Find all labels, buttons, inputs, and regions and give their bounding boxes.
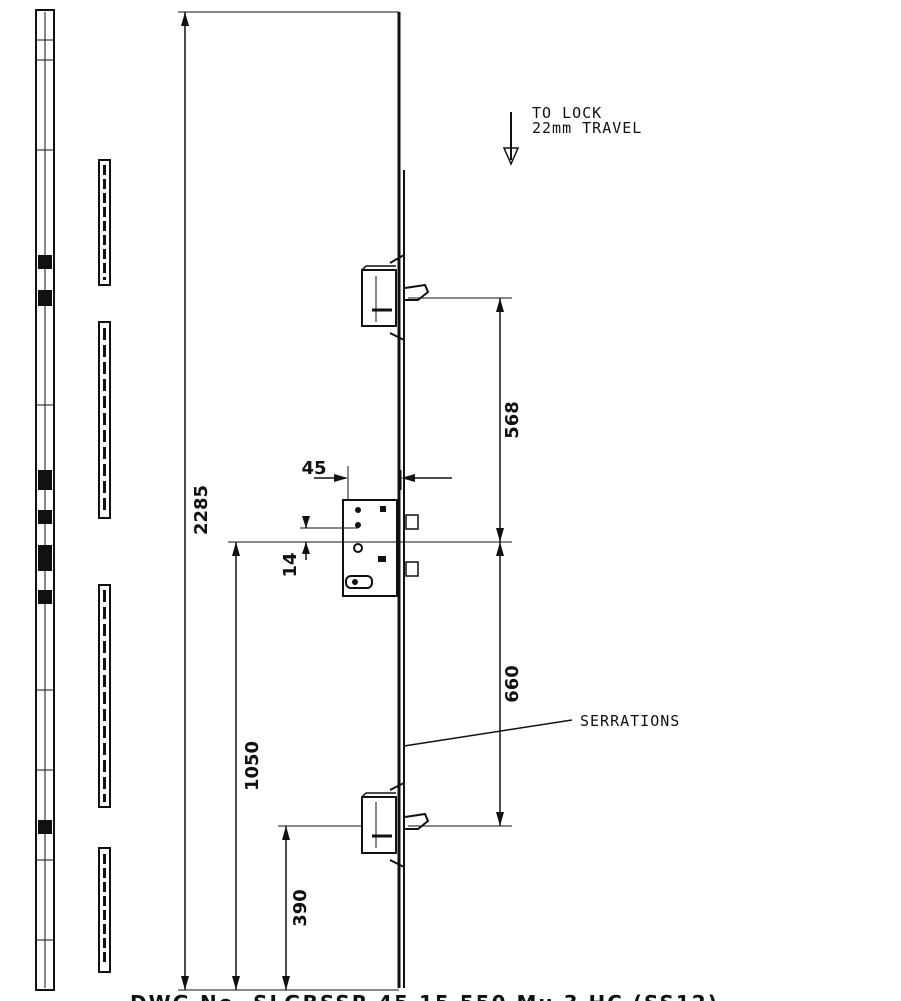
- dim-spindle-offset: 14: [280, 516, 358, 578]
- lower-hook-keep: [361, 782, 430, 868]
- dim-lower-hook-spacing-label: 660: [502, 665, 523, 703]
- slide-bars: [98, 159, 111, 973]
- slide-bar-4: [98, 847, 111, 973]
- slide-bar-2: [98, 321, 111, 519]
- lock-direction-note: TO LOCK 22mm TRAVEL: [502, 104, 642, 166]
- faceplate-fixings: [37, 39, 53, 941]
- dim-lower-hook-spacing: 660: [408, 542, 523, 827]
- slide-bar-1: [98, 159, 111, 286]
- drawing-number: DWG No. SLGBSSR 45 15 550 Mu 3 HC (SS12): [130, 991, 719, 1001]
- lock-bar-side-view: [397, 12, 405, 988]
- faceplate-strip: [35, 9, 55, 991]
- dim-backset-label: 45: [301, 458, 326, 479]
- dim-upper-hook-spacing-label: 568: [502, 401, 523, 439]
- dim-backset: 45: [301, 458, 452, 500]
- dim-upper-hook-spacing: 568: [300, 297, 523, 543]
- dim-bottom-hook-height-label: 390: [290, 889, 311, 927]
- note-line-1: TO LOCK: [532, 104, 602, 122]
- gearbox-case: [342, 499, 419, 597]
- dim-bottom-hook-height: 390: [278, 825, 362, 990]
- dim-overall-height: 2285: [178, 11, 399, 991]
- serrations-label: SERRATIONS: [580, 712, 680, 730]
- upper-hook-keep: [361, 254, 430, 341]
- dim-handle-height: 1050: [228, 541, 300, 990]
- slide-bar-3: [98, 584, 111, 808]
- dim-spindle-offset-label: 14: [280, 552, 301, 577]
- dim-handle-height-label: 1050: [242, 741, 263, 791]
- title-block: DWG No. SLGBSSR 45 15 550 Mu 3 HC (SS12): [130, 991, 719, 1001]
- dim-overall-height-label: 2285: [191, 485, 212, 535]
- serrations-callout: SERRATIONS: [403, 712, 680, 747]
- note-line-2: 22mm TRAVEL: [532, 119, 642, 137]
